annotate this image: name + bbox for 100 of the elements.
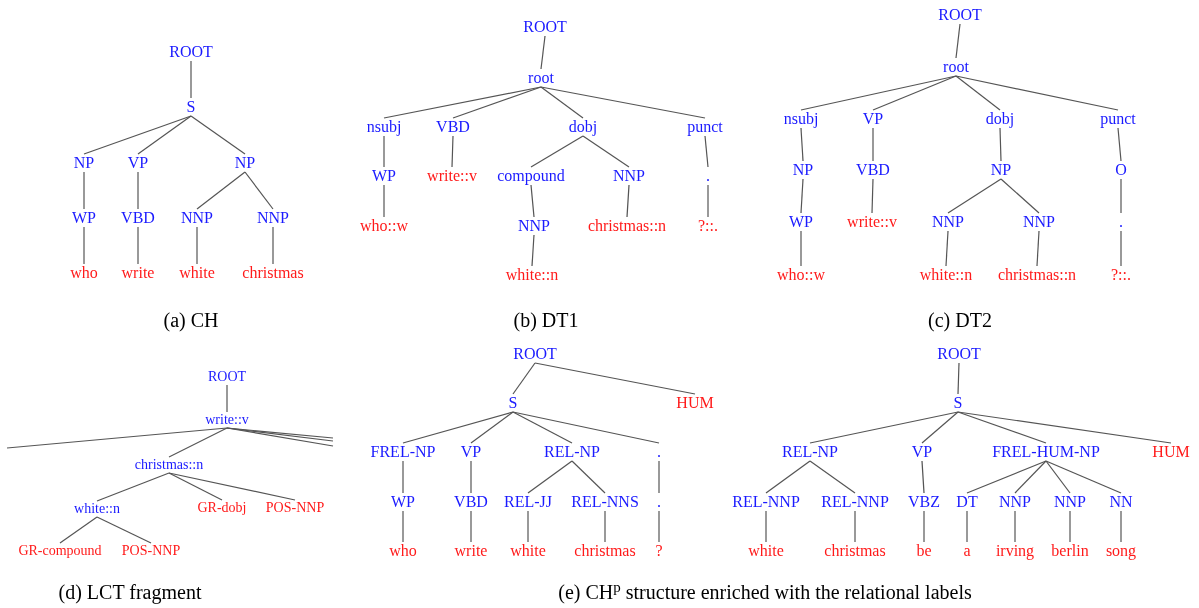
subfigure-caption: (a) CH: [163, 310, 219, 330]
tree-node-label: .: [706, 166, 710, 186]
tree-node-label: FREL-HUM-NP: [992, 442, 1100, 462]
word-label: white: [510, 541, 546, 561]
word-label: who: [389, 541, 417, 561]
word-label: POS-NNP: [121, 542, 181, 560]
word-label: white: [179, 263, 215, 283]
word-label: ?: [655, 541, 663, 561]
tree-branch-line: [527, 460, 573, 494]
tree-branch-line: [530, 184, 535, 218]
tree-branch-line: [512, 411, 660, 444]
tree-branch-line: [923, 510, 925, 543]
word-label: HUM: [676, 393, 714, 413]
tree-branch-line: [190, 60, 192, 99]
tree-node-label: FREL-NP: [370, 442, 436, 462]
word-label: write::v: [427, 166, 477, 186]
tree-branch-line: [872, 75, 957, 111]
tree-branch-line: [947, 178, 1002, 214]
tree-node-label: dobj: [985, 109, 1015, 129]
tree-node-label: VP: [460, 442, 482, 462]
word-label: christmas: [824, 541, 886, 561]
tree-node-label: S: [953, 393, 963, 413]
tree-branch-line: [59, 516, 98, 544]
tree-node-label: compound: [497, 166, 565, 186]
tree-node-label: NP: [73, 153, 95, 173]
tree-branch-line: [921, 460, 925, 494]
tree-branch-line: [854, 510, 856, 543]
tree-node-label: ROOT: [937, 344, 981, 364]
tree-branch-line: [604, 510, 606, 543]
word-label: white::n: [919, 265, 973, 285]
tree-node-label: WP: [72, 208, 96, 228]
tree-node-label: root: [943, 57, 969, 77]
word-label: HUM: [1152, 442, 1190, 462]
tree-branch-line: [707, 184, 709, 218]
tree-node-label: VBD: [121, 208, 155, 228]
tree-branch-line: [96, 516, 152, 544]
tree-branch-line: [168, 472, 296, 501]
tree-node-label: ROOT: [169, 42, 213, 62]
tree-branch-line: [957, 362, 960, 395]
tree-node-label: NNP: [932, 212, 964, 232]
tree-node-label: dobj: [568, 117, 598, 137]
tree-branch-line: [955, 23, 961, 59]
word-label: who::w: [777, 265, 825, 285]
tree-branch-line: [626, 184, 630, 218]
tree-node-label: .: [657, 492, 661, 512]
tree-branch-line: [383, 135, 385, 168]
tree-branch-line: [402, 460, 404, 494]
tree-branch-line: [1069, 510, 1071, 543]
tree-branch-line: [226, 384, 228, 413]
word-label: christmas::n: [587, 216, 667, 236]
tree-node-label: ROOT: [523, 17, 567, 37]
tree-branch-line: [402, 411, 514, 444]
tree-branch-line: [1120, 178, 1122, 214]
subfigure-caption: (d) LCT fragment: [58, 582, 202, 602]
tree-node-label: NN: [1109, 492, 1133, 512]
tree-branch-line: [571, 460, 606, 494]
word-label: christmas::n: [997, 265, 1077, 285]
tree-branch-line: [137, 226, 139, 265]
tree-branch-line: [83, 226, 85, 265]
tree-node-label: VBD: [436, 117, 470, 137]
word-label: berlin: [1051, 541, 1089, 561]
tree-branch-line: [957, 411, 1047, 444]
tree-branch-line: [582, 135, 630, 168]
tree-node-label: ROOT: [513, 344, 557, 364]
tree-node-label: NNP: [181, 208, 213, 228]
tree-branch-line: [871, 178, 874, 214]
tree-branch-line: [809, 460, 856, 494]
tree-node-label: REL-NNP: [732, 492, 800, 512]
tree-node-label: write::v: [205, 411, 249, 429]
tree-node-label: O: [1115, 160, 1127, 180]
word-label: white: [748, 541, 784, 561]
tree-node-label: NP: [792, 160, 814, 180]
tree-node-label: ROOT: [207, 368, 247, 386]
tree-node-label: nsubj: [366, 117, 402, 137]
tree-node-label: NNP: [518, 216, 550, 236]
subfigure-caption: (b) DT1: [513, 310, 579, 330]
tree-branch-line: [272, 226, 274, 265]
tree-branch-line: [540, 35, 546, 70]
tree-node-label: REL-NNP: [821, 492, 889, 512]
tree-branch-line: [921, 411, 959, 444]
tree-node-label: VBD: [856, 160, 890, 180]
tree-node-label: VBD: [454, 492, 488, 512]
tree-branch-line: [530, 135, 584, 168]
word-label: write: [454, 541, 488, 561]
tree-branch-line: [765, 510, 767, 543]
tree-branch-line: [1014, 460, 1047, 494]
tree-branch-line: [452, 86, 542, 119]
tree-node-label: DT: [956, 492, 978, 512]
tree-branch-line: [402, 510, 404, 543]
tree-node-label: VP: [862, 109, 884, 129]
tree-branch-line: [527, 510, 529, 543]
tree-branch-line: [1045, 460, 1071, 494]
tree-branch-line: [999, 127, 1002, 162]
word-label: christmas: [242, 263, 304, 283]
tree-node-label: WP: [372, 166, 396, 186]
tree-branch-line: [1120, 510, 1122, 543]
tree-branch-line: [226, 427, 334, 447]
tree-branch-line: [383, 184, 385, 218]
word-label: christmas: [574, 541, 636, 561]
tree-branch-line: [512, 362, 536, 395]
